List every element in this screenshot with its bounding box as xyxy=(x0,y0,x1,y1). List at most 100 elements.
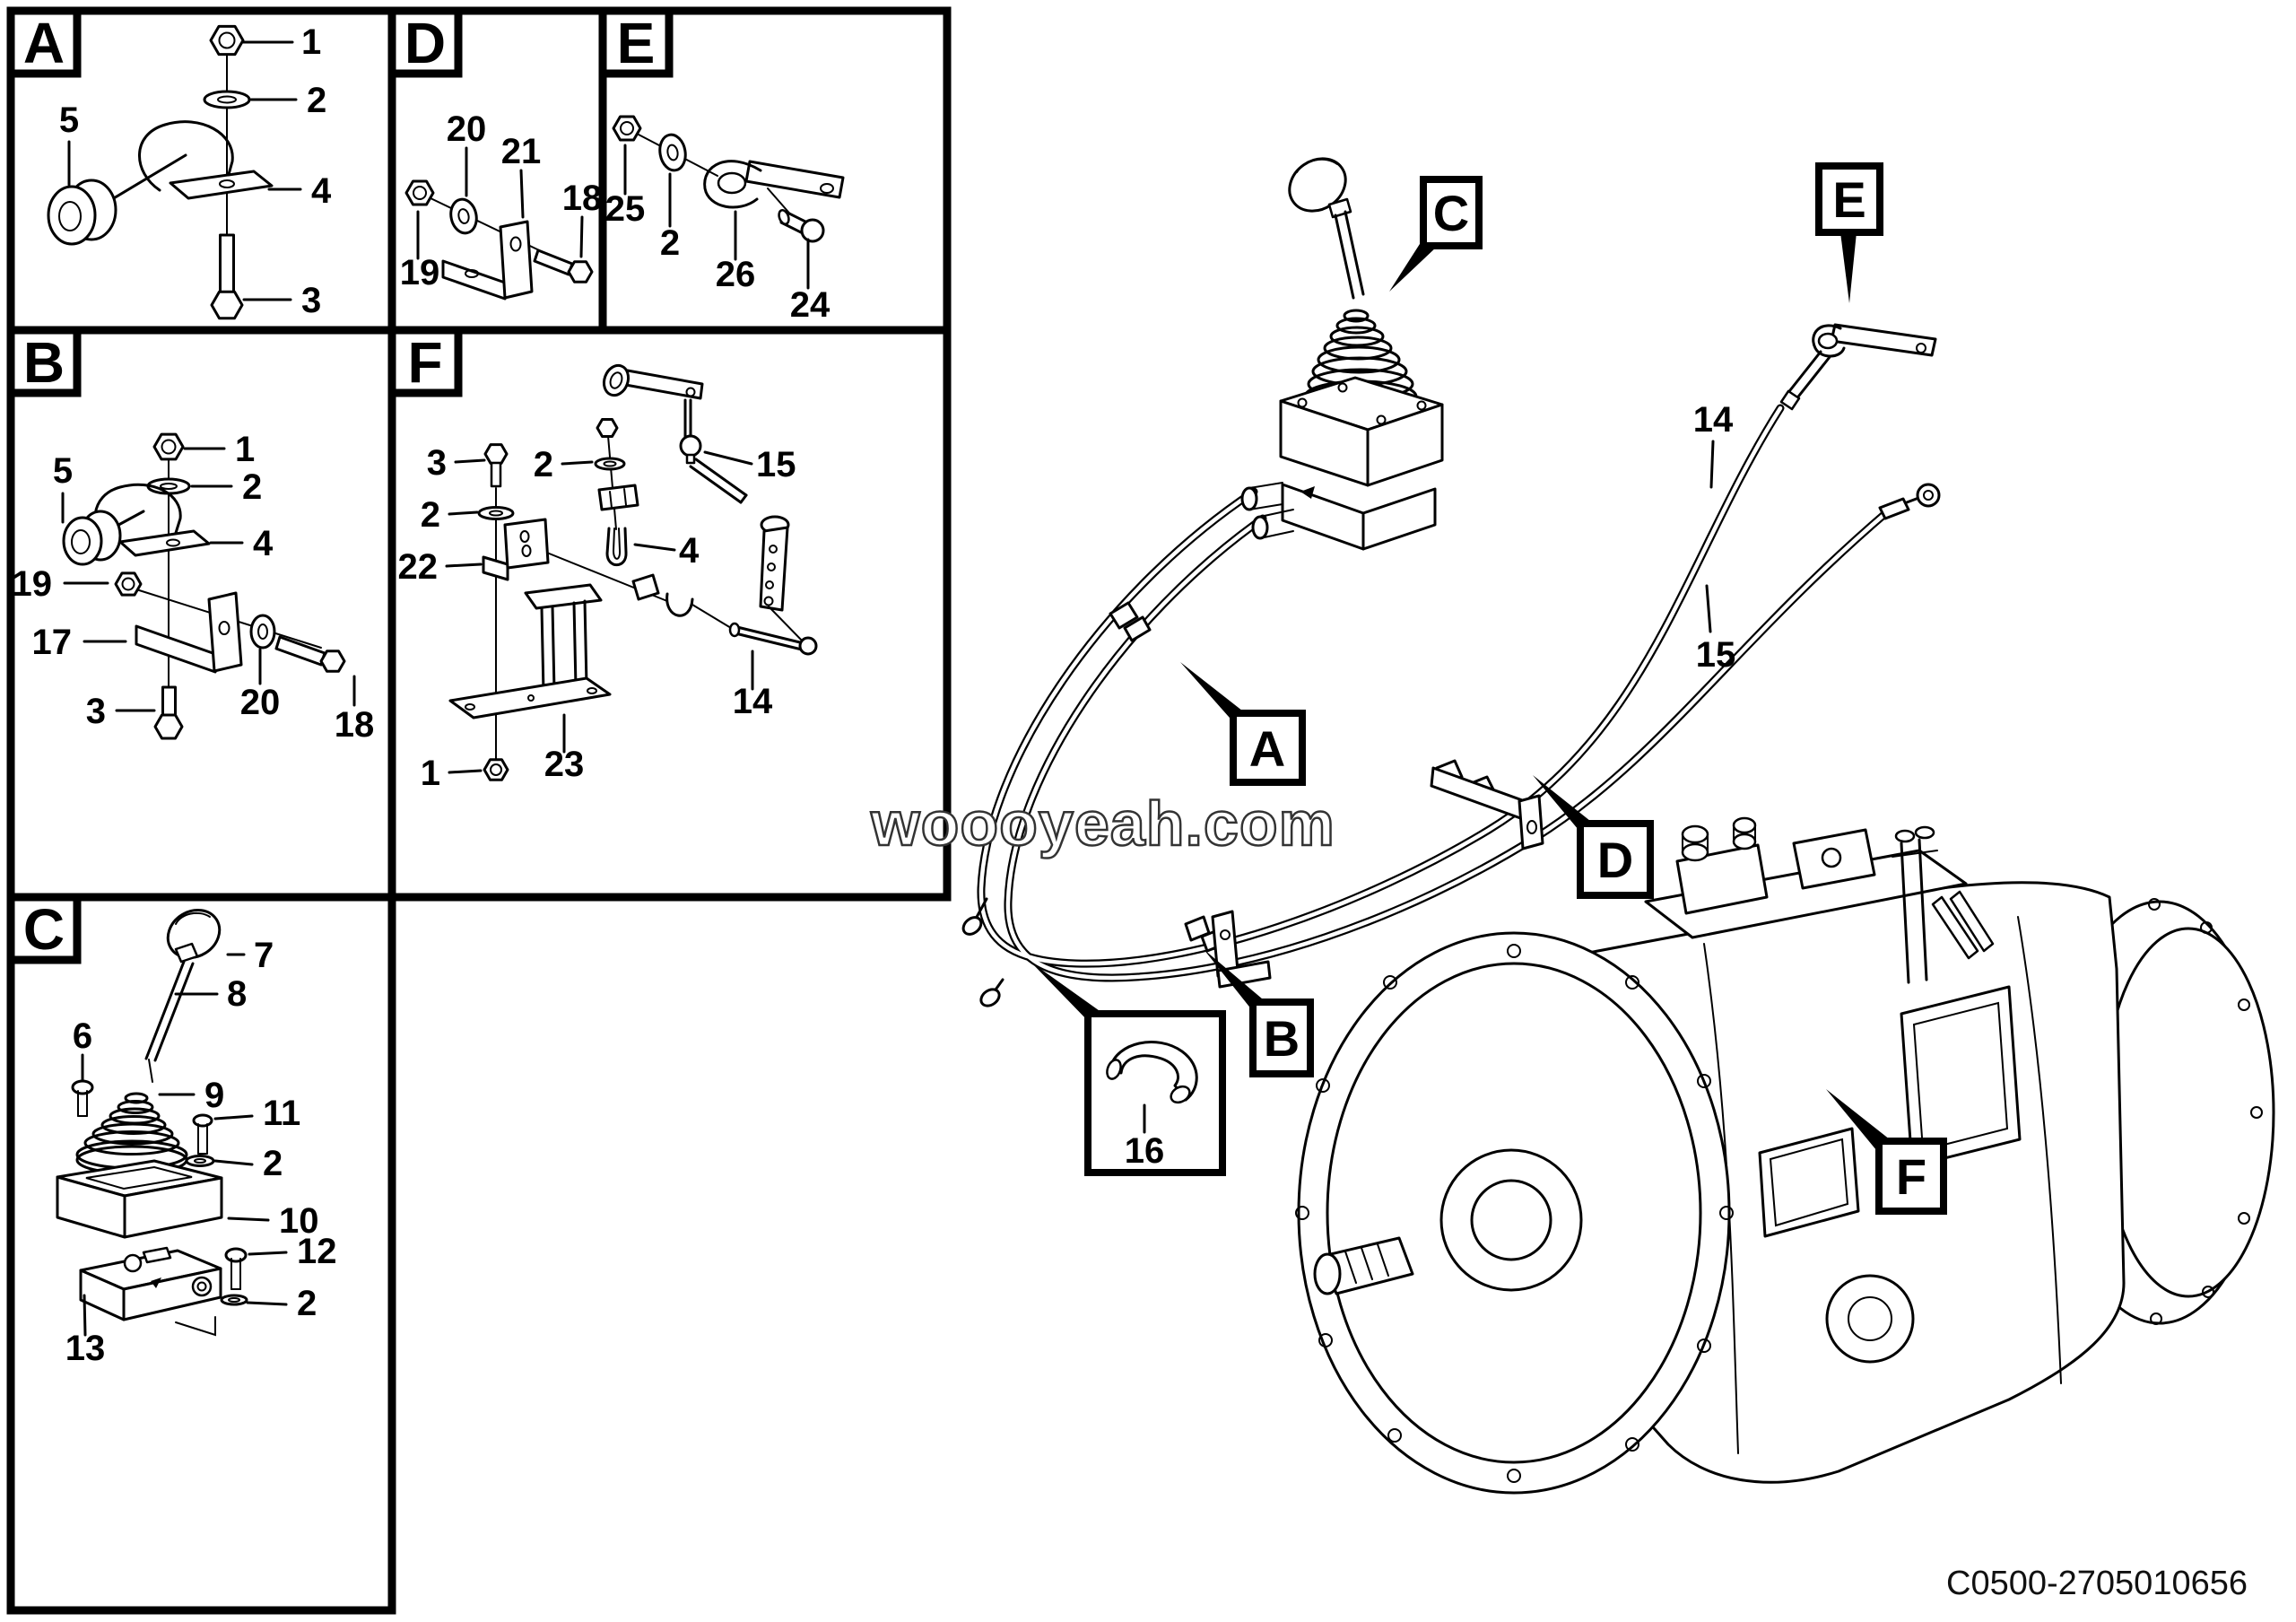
bracket-part-22 xyxy=(482,518,550,581)
panel-c: C xyxy=(6,893,396,1615)
label-14-tick xyxy=(1709,440,1715,489)
cable-clamps-d xyxy=(1430,759,1544,850)
part-label: 5 xyxy=(53,451,73,491)
panel-f: F xyxy=(387,326,952,902)
panel-e-letter-box xyxy=(598,6,674,78)
part-label: 17 xyxy=(32,623,73,662)
panel-e-leaders xyxy=(623,144,810,290)
washer-part-2a xyxy=(185,1155,215,1167)
washer-part-20 xyxy=(449,197,478,235)
panel-b-drawing xyxy=(62,432,346,740)
panel-e: E 25 2 26 24 xyxy=(598,6,952,335)
panel-f-border xyxy=(387,326,952,902)
panel-c-drawing xyxy=(56,909,248,1337)
part-label: 23 xyxy=(544,745,585,784)
callout-letter: E xyxy=(1832,171,1866,228)
part-label: 20 xyxy=(240,683,281,722)
part-label: 3 xyxy=(86,692,106,731)
bell-housing-bolts xyxy=(1295,944,1734,1483)
panel-f-leaders xyxy=(445,450,754,774)
part-label: 7 xyxy=(254,936,274,975)
panel-c-border xyxy=(6,893,396,1615)
gear-shifter-assembly xyxy=(1240,157,1444,551)
callout-letter: C xyxy=(1433,185,1469,241)
input-shaft xyxy=(1313,1236,1414,1295)
part-label: 2 xyxy=(242,467,262,507)
cable-clamps-b xyxy=(1184,910,1272,989)
lever-part-8 xyxy=(144,960,195,1083)
callout-a: A xyxy=(1180,662,1306,786)
cable-end-fitting xyxy=(1878,483,1941,520)
housing-part-10 xyxy=(56,1159,223,1239)
part-label: 22 xyxy=(398,547,439,587)
panel-e-letter: E xyxy=(617,11,656,75)
part-label: 14 xyxy=(733,682,773,721)
top-cover-cluster xyxy=(1644,816,1995,984)
part-label: 2 xyxy=(297,1284,317,1323)
part-label: 24 xyxy=(790,285,831,325)
nut-part-19 xyxy=(404,179,435,206)
nut-part-1 xyxy=(483,758,509,781)
callout-letter: A xyxy=(1249,720,1285,777)
callout-c: C xyxy=(1389,176,1483,292)
part-label: 5 xyxy=(59,100,79,140)
grip-part-16 xyxy=(1106,1041,1198,1104)
panel-c-letter-box xyxy=(6,893,82,964)
part-label: 4 xyxy=(679,531,700,571)
relay-lever-assembly xyxy=(1779,323,1937,411)
nut-part-25 xyxy=(612,115,642,142)
panel-a-letter: A xyxy=(23,11,65,75)
panel-d: D 20 21 18 19 xyxy=(387,6,607,335)
panel-e-drawing xyxy=(612,115,845,243)
part-label: 1 xyxy=(235,430,255,469)
panel-d-leaders xyxy=(416,146,584,260)
shift-finger-lever xyxy=(691,515,804,643)
part-label: 13 xyxy=(65,1329,106,1368)
bolt-part-3 xyxy=(210,233,244,320)
panel-b-letter-box xyxy=(6,326,82,397)
panel-f-drawing xyxy=(448,363,818,781)
part-label: 2 xyxy=(307,81,326,120)
callout-letter: B xyxy=(1264,1010,1300,1067)
part-label: 16 xyxy=(1125,1131,1165,1171)
cable-clamp-small xyxy=(631,573,660,601)
label-15-tick xyxy=(1705,584,1712,633)
panel-f-letter-box xyxy=(387,326,463,397)
side-details xyxy=(1758,985,2022,1364)
shifter-base-part-13 xyxy=(79,1246,222,1337)
part-label: 19 xyxy=(400,253,440,292)
shifter-lower-housing xyxy=(1240,482,1437,551)
bracket-part-21 xyxy=(441,220,534,301)
part-label: 6 xyxy=(73,1016,92,1056)
cable-clamps-a xyxy=(1109,601,1152,642)
part-label: 4 xyxy=(253,524,274,563)
part-label: 15 xyxy=(756,445,796,484)
part-label: 1 xyxy=(421,754,440,793)
bolt-part-18 xyxy=(274,635,346,673)
part-label: 4 xyxy=(311,171,332,211)
callout-letter: D xyxy=(1597,832,1633,888)
callout-letter: F xyxy=(1896,1148,1926,1205)
bracket-part-17 xyxy=(135,591,243,674)
part-label: 8 xyxy=(227,974,247,1014)
s-hook xyxy=(665,592,694,617)
part-label: 2 xyxy=(660,223,680,263)
clamp-part-4 xyxy=(97,120,274,209)
part-label: 14 xyxy=(1693,400,1734,440)
part-label: 18 xyxy=(335,705,375,745)
washer-part-2 xyxy=(658,133,687,172)
bolt-part-6 xyxy=(71,1079,94,1117)
bolt-part-3 xyxy=(483,443,509,488)
nut-part-19 xyxy=(114,571,143,597)
part-label: 3 xyxy=(301,281,321,320)
washer-part-20 xyxy=(249,614,276,650)
panel-b-letter: B xyxy=(23,330,65,395)
panel-b: B xyxy=(6,326,396,902)
nut-part-2 xyxy=(596,418,619,438)
inset-16-arrow xyxy=(1031,962,1102,1024)
part-label: 21 xyxy=(501,132,542,171)
panel-a: A 1 xyxy=(6,6,396,335)
panel-d-letter: D xyxy=(404,11,446,75)
lever-part-26 xyxy=(703,160,845,209)
part-label: 18 xyxy=(562,179,603,218)
